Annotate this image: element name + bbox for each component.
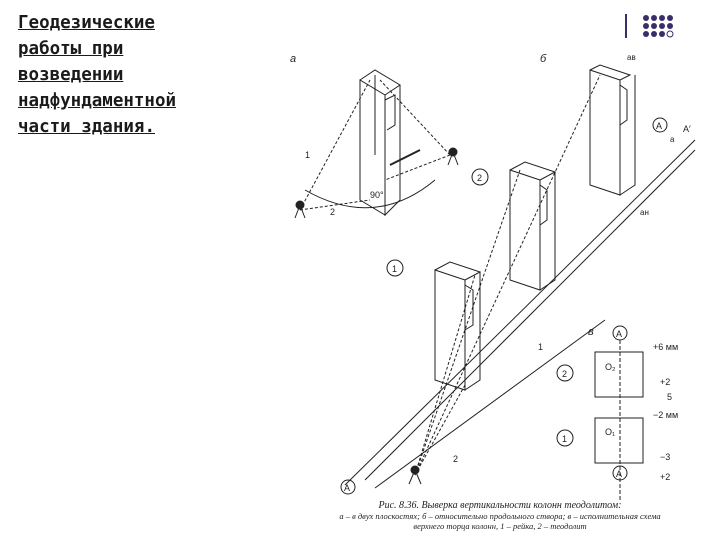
caption-line-1: Рис. 8.36. Выверка вертикальности колонн… [378,500,622,511]
panel-c-circle-2-text: 2 [562,369,567,379]
theodolite-b [408,465,422,485]
panel-a-column [359,69,401,217]
column-b-mid [509,161,557,291]
value-plus2: +2 [660,377,670,387]
title-line-5: части здания [18,117,145,137]
ground-lines [344,139,696,489]
panel-c-bottom-a [612,465,628,481]
value-5: 5 [667,392,672,402]
value-minus3: −3 [660,452,670,462]
theodolite-a2 [447,147,459,166]
square-o1 [594,417,644,464]
caption-line-2: а – в двух плоскостях; б – относительно … [339,511,661,521]
theodolite-a1 [294,200,306,219]
label-a-lower: aн [640,208,649,217]
panel-a-label: а [290,53,296,65]
decorative-dots-logo [625,14,674,38]
panel-a-sight-lines [299,79,451,211]
label-a-mid: a [670,135,675,144]
label-2-b: 2 [453,454,458,464]
panel-c-circle-1-text: 1 [562,434,567,444]
label-1-a: 1 [305,150,310,160]
value-plus6: +6 мм [653,342,678,352]
label-circle-2-text: 2 [477,173,482,183]
panel-c-label: в [588,326,594,338]
point-a-circle-right [652,117,668,133]
column-b-top [589,64,636,196]
square-o2 [594,351,644,398]
point-a-circle [340,479,356,495]
label-o1: O₁ [605,427,615,437]
label-a-upper: aв [627,53,636,62]
point-a-label-right: A [656,121,662,131]
title-period: . [144,117,155,137]
slide-title: Геодезические работы при возведении надф… [18,10,268,140]
point-a-prime-label: A′ [683,124,691,134]
title-line-2: работы при [18,39,124,59]
label-o2: O₂ [605,362,616,372]
panel-b-sight-lines [414,74,601,476]
title-line-3: возведении [18,65,124,85]
panel-c-circle-2 [556,364,574,382]
panel-c-circle-1 [556,429,574,447]
label-circle-1-text: 1 [392,264,397,274]
angle-arc [304,179,436,209]
panel-b-label: б [540,53,547,65]
staff-a [389,149,421,166]
label-2-a: 2 [330,207,335,217]
label-circle-1 [386,259,404,277]
point-a-label: A [344,483,350,493]
angle-label: 90° [370,190,384,200]
value-plus2b: +2 [660,472,670,482]
label-circle-2 [471,168,489,186]
column-verticality-diagram: а 90° 1 2 б A A A′ [290,53,696,500]
figure-caption: Рис. 8.36. Выверка вертикальности колонн… [280,500,720,531]
panel-c-top-a-text: A [616,329,622,339]
title-line-1: Геодезические [18,13,155,33]
caption-line-3: верхнего торца колонн, 1 – рейка, 2 – те… [413,521,587,531]
value-minus2: −2 мм [653,410,678,420]
panel-c-bottom-a-text: A [616,469,622,479]
label-1-b: 1 [538,342,543,352]
title-line-4: надфундаментной [18,91,177,111]
